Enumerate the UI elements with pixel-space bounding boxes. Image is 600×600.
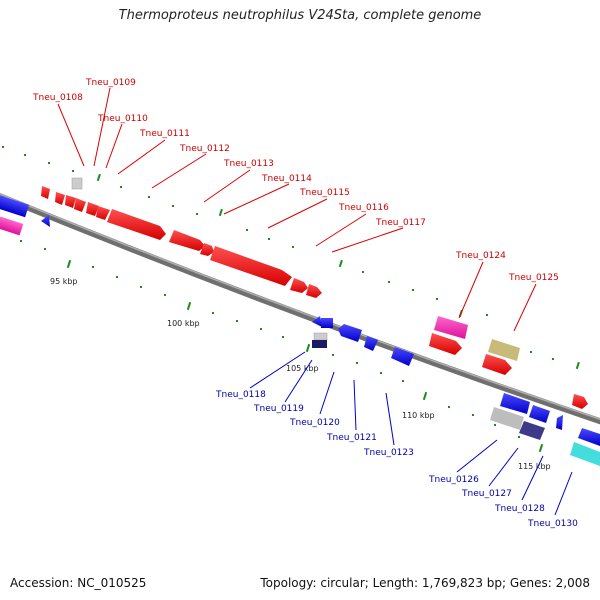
genome-backbone (0, 192, 600, 425)
gene-label[interactable]: Tneu_0116 (338, 203, 389, 213)
gene-label[interactable]: Tneu_0118 (215, 390, 266, 400)
bottom-gene-labels: Tneu_0118 Tneu_0119 Tneu_0120 Tneu_0121 … (215, 390, 578, 529)
gene-feature[interactable] (41, 215, 50, 227)
gene-label[interactable]: Tneu_0108 (32, 93, 83, 103)
gene-feature[interactable] (290, 278, 308, 293)
forward-strand-genes (0, 177, 588, 409)
gene-feature[interactable] (434, 316, 468, 339)
gene-label[interactable]: Tneu_0123 (363, 448, 414, 458)
gene-label[interactable]: Tneu_0124 (455, 251, 506, 261)
gene-feature[interactable] (74, 198, 86, 212)
accession-label: Accession: NC_010525 (10, 576, 147, 590)
reverse-strand-genes (41, 215, 600, 466)
gene-label[interactable]: Tneu_0125 (508, 273, 559, 283)
gene-label[interactable]: Tneu_0115 (299, 188, 350, 198)
gene-feature[interactable] (312, 316, 322, 327)
gene-feature[interactable] (529, 405, 550, 423)
gene-label[interactable]: Tneu_0120 (289, 418, 340, 428)
scale-label-105: 105 kbp (286, 364, 319, 373)
gene-label[interactable]: Tneu_0117 (375, 218, 426, 228)
gene-feature[interactable] (321, 318, 333, 328)
gene-label[interactable]: Tneu_0110 (97, 114, 148, 124)
gene-feature[interactable] (96, 206, 110, 220)
gene-feature[interactable] (0, 195, 30, 218)
gene-feature[interactable] (572, 394, 588, 409)
gene-label[interactable]: Tneu_0130 (527, 519, 578, 529)
gene-feature[interactable] (519, 421, 545, 440)
gene-feature[interactable] (313, 332, 328, 341)
gene-feature[interactable] (490, 407, 524, 430)
gene-feature[interactable] (556, 415, 563, 430)
gene-feature[interactable] (482, 354, 512, 375)
map-title: Thermoproteus neutrophilus V24Sta, compl… (118, 8, 482, 23)
gene-feature[interactable] (200, 243, 214, 256)
scale-dots-inner (20, 240, 520, 438)
gene-label[interactable]: Tneu_0111 (139, 129, 190, 139)
topology-label: Topology: circular; Length: 1,769,823 bp… (260, 576, 590, 590)
gene-feature[interactable] (500, 393, 530, 414)
gene-feature[interactable] (338, 324, 362, 342)
gene-label[interactable]: Tneu_0119 (253, 404, 304, 414)
scale-dots-outer (2, 146, 554, 360)
scale-label-95: 95 kbp (50, 277, 78, 286)
scale-ticks-inner (66, 259, 544, 453)
gene-feature[interactable] (55, 192, 65, 205)
gene-feature[interactable] (0, 216, 24, 236)
gene-feature[interactable] (570, 442, 600, 466)
gene-label[interactable]: Tneu_0128 (494, 504, 545, 514)
gene-feature[interactable] (391, 347, 414, 366)
gene-feature[interactable] (169, 230, 205, 251)
gene-label[interactable]: Tneu_0109 (85, 78, 136, 88)
gene-label[interactable]: Tneu_0112 (179, 144, 230, 154)
gene-feature[interactable] (65, 195, 76, 208)
gene-feature[interactable] (312, 340, 327, 348)
gene-label[interactable]: Tneu_0126 (428, 475, 479, 485)
gene-feature[interactable] (488, 339, 520, 361)
gene-feature[interactable] (107, 209, 166, 240)
scale-label-100: 100 kbp (167, 319, 200, 328)
top-leader-lines (57, 87, 537, 332)
gene-label[interactable]: Tneu_0127 (461, 489, 512, 499)
gene-feature[interactable] (429, 333, 462, 355)
gene-feature[interactable] (86, 202, 99, 216)
gene-label[interactable]: Tneu_0114 (261, 174, 312, 184)
gene-feature[interactable] (364, 336, 378, 351)
gene-feature[interactable] (210, 246, 292, 286)
top-gene-labels: Tneu_0108 Tneu_0109 Tneu_0110 Tneu_0111 … (32, 78, 559, 283)
scale-label-110: 110 kbp (402, 411, 435, 420)
gene-feature[interactable] (71, 177, 83, 190)
scale-label-115: 115 kbp (518, 462, 551, 471)
gene-feature[interactable] (306, 284, 322, 298)
gene-feature[interactable] (41, 186, 50, 199)
gene-feature[interactable] (578, 428, 600, 446)
bottom-leader-lines (249, 351, 573, 516)
gene-label[interactable]: Tneu_0121 (326, 433, 377, 443)
gene-label[interactable]: Tneu_0113 (223, 159, 274, 169)
